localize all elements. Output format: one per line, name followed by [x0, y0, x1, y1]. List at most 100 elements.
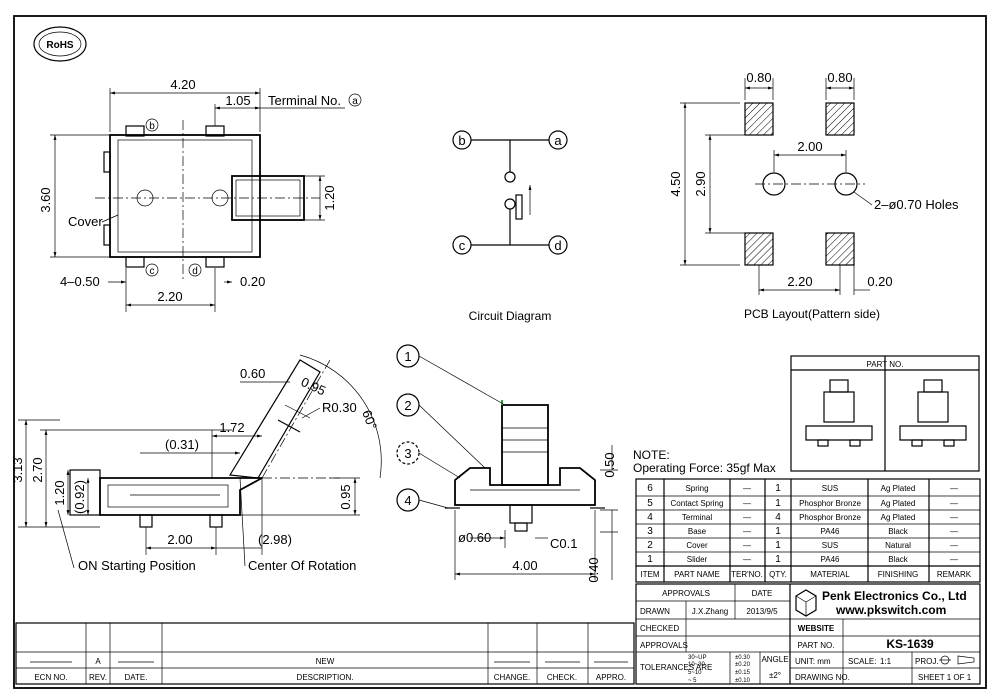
- svg-text:SUS: SUS: [822, 541, 838, 550]
- svg-text:5~10: 5~10: [688, 670, 702, 676]
- company-name: Penk Electronics Co., Ltd: [822, 589, 967, 603]
- side-radius: R0.30: [322, 400, 357, 415]
- company-url: www.pkswitch.com: [835, 603, 946, 617]
- tb-part-no-label: PART NO.: [798, 641, 835, 650]
- svg-text:5: 5: [647, 498, 653, 509]
- svg-text:—: —: [950, 555, 958, 564]
- side-dim-298: (2.98): [258, 532, 292, 547]
- pcb-pad-2: [825, 102, 855, 136]
- rev-h-change: CHANGE.: [494, 673, 530, 682]
- svg-text:—: —: [743, 527, 751, 536]
- tb-unit: UNIT: mm: [795, 657, 831, 666]
- rev-h-appro: APPRO.: [596, 673, 626, 682]
- cover-label: Cover: [68, 214, 103, 229]
- front-dim-040: 0.40: [586, 557, 601, 582]
- svg-text:Phosphor Bronze: Phosphor Bronze: [799, 513, 861, 522]
- pcb-pad-w2: 0.80: [827, 70, 852, 85]
- svg-text:Ag Plated: Ag Plated: [881, 499, 916, 508]
- pcb-layout: 0.80 0.80 2.00 4.50 2.90 2–ø0.70 Holes 2…: [668, 70, 959, 321]
- callout-2: 2: [404, 398, 411, 413]
- rohs-text: RoHS: [46, 40, 74, 51]
- tb-sheet: SHEET 1 OF 1: [918, 673, 972, 682]
- svg-text:4: 4: [647, 512, 653, 523]
- pcb-edge: 0.20: [867, 274, 892, 289]
- revision-block: A NEW ECN NO. REV. DATE. DESCRIPTION. CH…: [15, 622, 635, 685]
- svg-text:ITEM: ITEM: [640, 570, 659, 579]
- bom-row-1: 1 Slider — 1 PA46 Black —: [647, 554, 958, 565]
- part-no-box-title: PART NO.: [867, 360, 904, 369]
- rev-description: NEW: [316, 657, 335, 666]
- part-no-sketch-1: [805, 379, 873, 447]
- dim-top-width: 4.20: [170, 77, 195, 92]
- svg-text:Terminal: Terminal: [682, 513, 712, 522]
- slider-window: [231, 175, 305, 221]
- svg-text:—: —: [743, 541, 751, 550]
- svg-text:PART NAME: PART NAME: [674, 570, 720, 579]
- tb-website: WEBSITE: [798, 624, 835, 633]
- tb-scale-label: SCALE:: [848, 657, 876, 666]
- svg-text:1: 1: [775, 540, 781, 551]
- circuit-pin-a: a: [554, 133, 562, 148]
- svg-text:~ 5: ~ 5: [688, 678, 697, 684]
- on-start-label: ON Starting Position: [78, 558, 196, 573]
- bom-row-4: 4 Terminal — 4 Phosphor Bronze Ag Plated…: [647, 512, 958, 523]
- circuit-pin-b: b: [458, 133, 465, 148]
- circuit-caption: Circuit Diagram: [469, 309, 552, 323]
- svg-text:REMARK: REMARK: [937, 570, 972, 579]
- svg-text:—: —: [950, 499, 958, 508]
- circuit-diagram: b a c d Circuit Diagram: [452, 130, 568, 323]
- tb-drawing-no: DRAWING NO.: [795, 673, 850, 682]
- svg-text:4: 4: [775, 512, 781, 523]
- pcb-holes-pitch: 2.00: [797, 139, 822, 154]
- pcb-caption: PCB Layout(Pattern side): [744, 307, 880, 321]
- side-dim-120: 1.20: [52, 480, 67, 505]
- svg-text:±0.20: ±0.20: [735, 662, 751, 668]
- dim-pads: 4–0.50: [60, 274, 100, 289]
- svg-text:Slider: Slider: [687, 555, 708, 564]
- top-view: b c d a 4.20 1.05 Terminal No. 3.60 1.20…: [38, 77, 362, 312]
- circuit-pin-c: c: [459, 238, 466, 253]
- svg-text:1: 1: [775, 554, 781, 565]
- callout-3: 3: [404, 446, 411, 461]
- front-dim-c01: C0.1: [550, 536, 577, 551]
- rev-h-check: CHECK.: [547, 673, 577, 682]
- dim-top-edge: 0.20: [240, 274, 265, 289]
- svg-text:10~30: 10~30: [688, 662, 706, 668]
- svg-text:Natural: Natural: [885, 541, 911, 550]
- tb-approvals: APPROVALS: [662, 589, 710, 598]
- dim-slider: 1.20: [322, 185, 337, 210]
- tb-angle-tol: ±2°: [769, 671, 781, 680]
- svg-text:MATERIAL: MATERIAL: [810, 570, 850, 579]
- rev-h-ecn: ECN NO.: [34, 673, 67, 682]
- rohs-logo: RoHS: [33, 26, 87, 62]
- projection-symbol-icon: [939, 655, 975, 665]
- sheet-border: [13, 15, 987, 689]
- note-title: NOTE:: [633, 448, 670, 462]
- svg-text:—: —: [743, 513, 751, 522]
- svg-text:2: 2: [647, 540, 653, 551]
- top-pin-c: c: [150, 266, 155, 277]
- side-dim-270: 2.70: [30, 457, 45, 482]
- front-dim-050: 0.50: [602, 452, 617, 477]
- svg-text:—: —: [743, 555, 751, 564]
- callout-4: 4: [404, 493, 411, 508]
- bom-table: 6 Spring — 1 SUS Ag Plated — 5 Contact S…: [635, 478, 981, 583]
- tb-part-no: KS-1639: [886, 637, 934, 651]
- svg-text:30~UP: 30~UP: [688, 655, 707, 661]
- svg-text:Black: Black: [888, 527, 909, 536]
- tb-proj: PROJ.: [915, 657, 939, 666]
- tb-scale: 1:1: [880, 657, 892, 666]
- center-rotation-label: Center Of Rotation: [248, 558, 356, 573]
- top-pin-a: a: [352, 96, 358, 107]
- tb-date: DATE: [752, 589, 773, 598]
- side-dim-313: 3.13: [10, 457, 25, 482]
- svg-text:1: 1: [775, 526, 781, 537]
- svg-text:±0.30: ±0.30: [735, 655, 751, 661]
- bom-row-5: 5 Contact Spring — 1 Phosphor Bronze Ag …: [647, 498, 958, 509]
- penk-logo: [795, 589, 817, 617]
- svg-text:Black: Black: [888, 555, 909, 564]
- front-dim-400: 4.00: [512, 558, 537, 573]
- pcb-outer: 4.50: [668, 171, 683, 196]
- tb-drawn-date: 2013/9/5: [746, 607, 778, 616]
